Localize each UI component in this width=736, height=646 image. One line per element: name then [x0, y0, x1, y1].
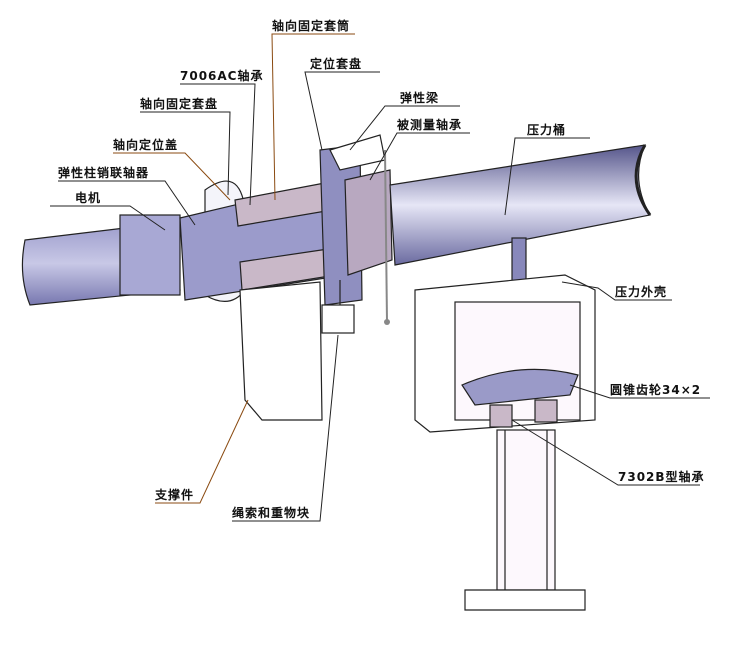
label-axial-sleeve: 轴向固定套筒: [272, 19, 351, 33]
label-7006ac-bearing: 7006AC轴承: [180, 69, 264, 83]
label-axial-fixed-disc: 轴向固定套盘: [140, 97, 219, 111]
label-rope-weight: 绳索和重物块: [232, 506, 311, 520]
weight-block: [321, 304, 355, 334]
label-tested-bearing: 被测量轴承: [397, 118, 463, 132]
label-bevel-gear: 圆锥齿轮34×2: [610, 383, 702, 397]
label-positioning-disc: 定位套盘: [310, 57, 363, 71]
label-motor: 电机: [75, 191, 102, 205]
label-support: 支撑件: [155, 488, 195, 502]
support: [239, 281, 323, 421]
label-elastic-beam: 弹性梁: [400, 91, 440, 105]
bevel-gear: [461, 368, 579, 406]
label-pressure-tube: 压力桶: [527, 123, 567, 137]
label-coupling: 弹性柱销联轴器: [58, 166, 150, 180]
label-pressure-housing: 压力外壳: [615, 285, 668, 299]
label-7302b-bearing: 7302B型轴承: [618, 470, 705, 484]
label-axial-cover: 轴向定位盖: [113, 138, 179, 152]
coupling: [119, 214, 181, 296]
lower-tube: [496, 429, 556, 591]
